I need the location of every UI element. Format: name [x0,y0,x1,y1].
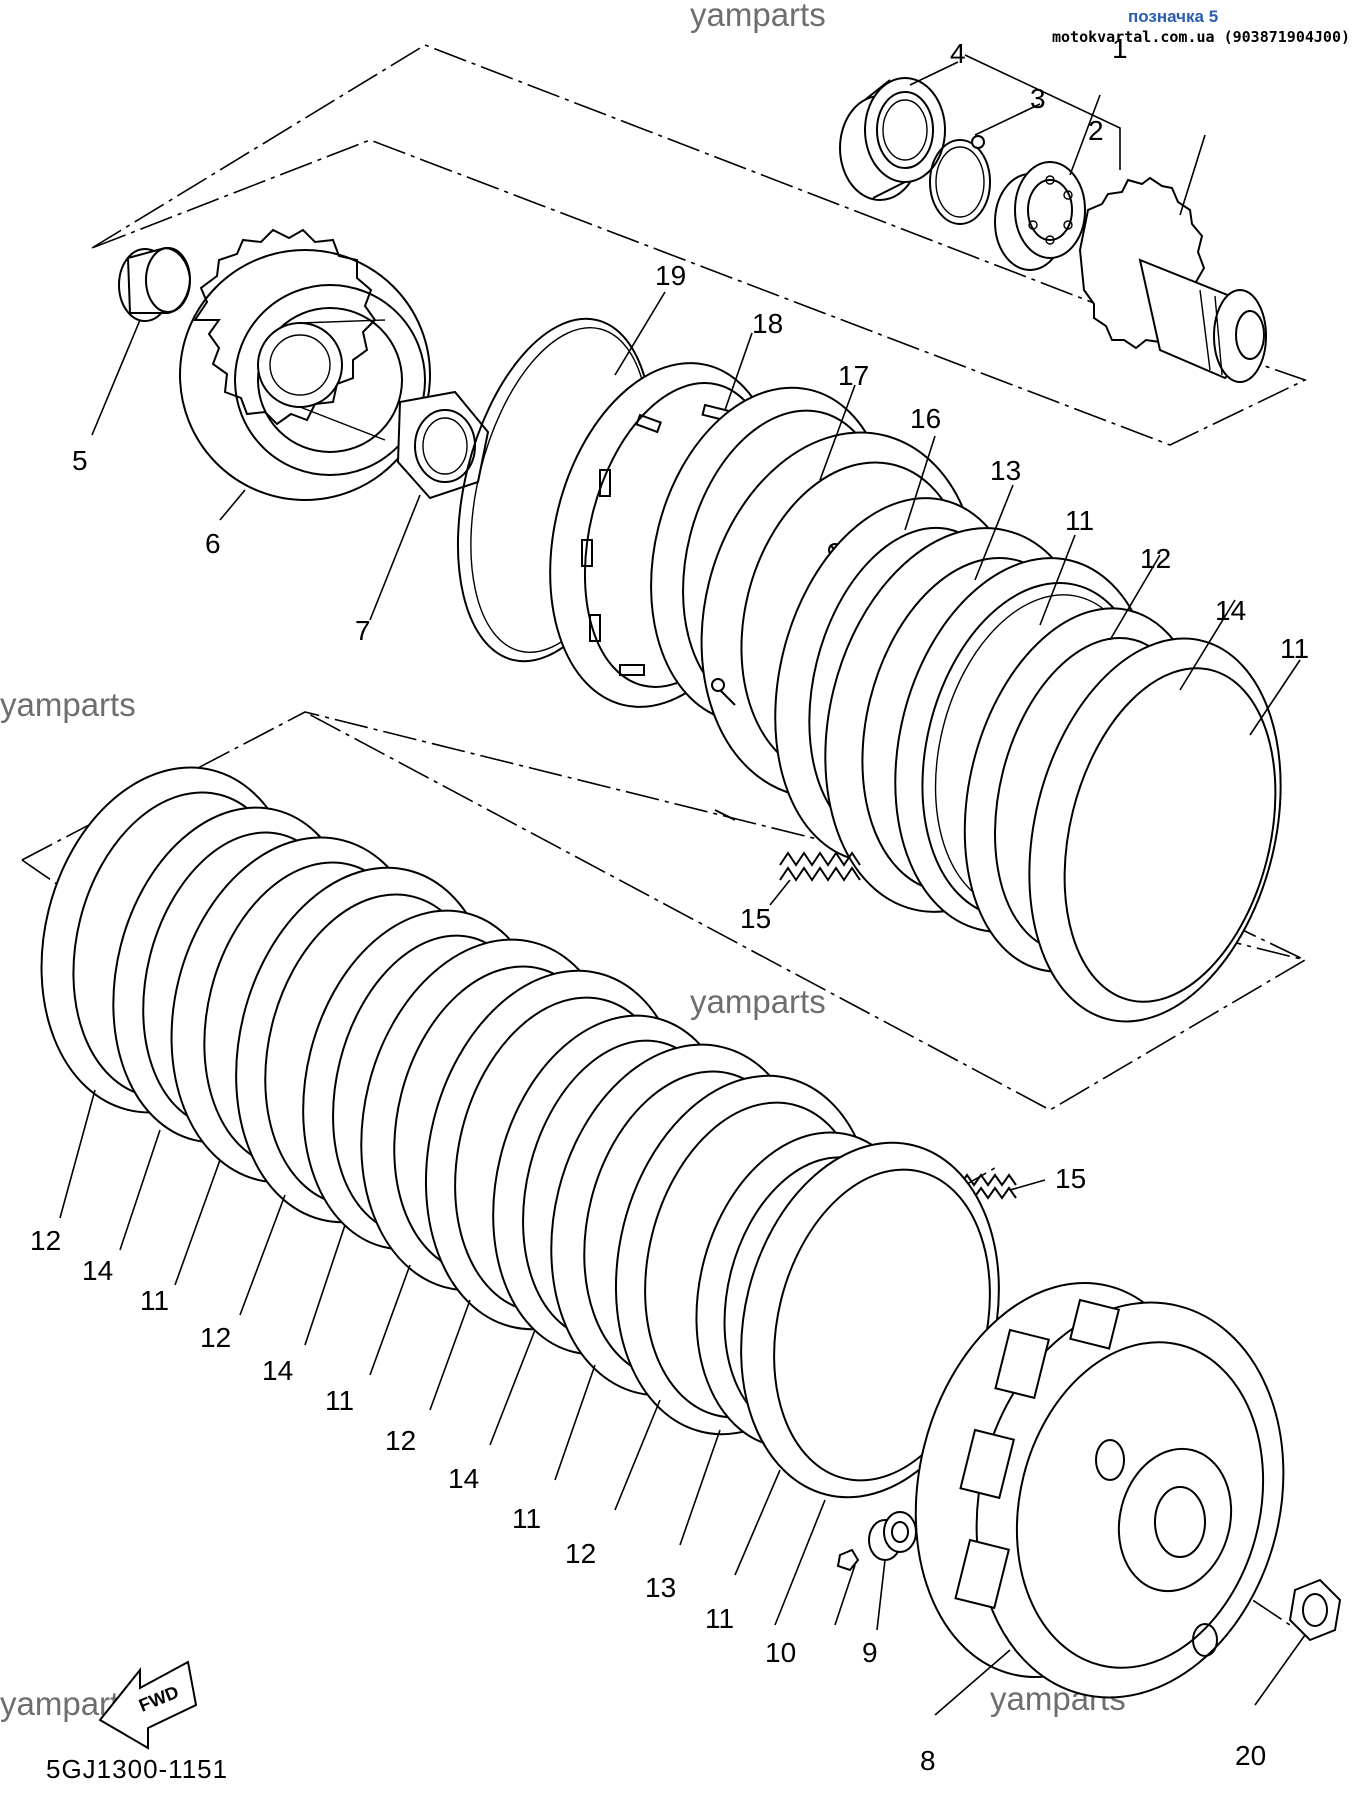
callout-11-d: 11 [325,1385,354,1416]
callout-11-c: 11 [140,1285,169,1316]
callout-8: 8 [920,1745,936,1776]
watermark-top: yamparts [690,0,826,33]
callout-16: 16 [910,403,941,434]
callout-9: 9 [862,1637,878,1668]
callout-7: 7 [355,615,371,646]
callout-11-f: 11 [705,1603,734,1634]
watermark-middle: yamparts [690,983,826,1020]
callout-13-a: 13 [990,455,1021,486]
plate-stack-lower [40,766,1000,1499]
callout-11-e: 11 [512,1503,541,1534]
callout-12-d: 12 [385,1425,416,1456]
callout-11-b: 11 [1280,633,1309,664]
diagram-code: 5GJ1300-1151 [46,1754,228,1784]
callout-1: 1 [1112,33,1128,64]
callout-numbers: 1 2 3 4 5 6 7 8 9 10 11 11 11 11 11 11 1… [30,33,1309,1776]
callout-5: 5 [72,445,88,476]
callout-12-b: 12 [30,1225,61,1256]
callout-12-e: 12 [565,1538,596,1569]
frame-middle [21,711,1308,1111]
callout-19: 19 [655,260,686,291]
callout-3: 3 [1030,83,1046,114]
shaft-gear-part [1078,176,1267,383]
callout-2: 2 [1088,115,1104,146]
callout-14-d: 14 [448,1463,479,1494]
lock-nut-part [1288,1578,1342,1642]
callout-6: 6 [205,528,221,559]
callout-14-a: 14 [1215,595,1246,626]
callout-11-a: 11 [1065,505,1094,536]
collar-part [118,246,192,322]
spring-upper-part [779,851,861,882]
frame-top [91,44,1308,446]
callout-4: 4 [950,38,966,69]
circlip-part [929,135,991,225]
clutch-housing-part [914,1282,1285,1699]
callout-15-a: 15 [740,903,771,934]
header-site: motokvartal.com.ua (903871904J00) [1052,28,1350,46]
callout-10: 10 [765,1637,796,1668]
plate-11-upper-b-part [1028,637,1282,1023]
spacer-part [868,1511,917,1561]
callout-14-b: 14 [82,1255,113,1286]
callout-17: 17 [838,360,869,391]
ball-bearing-part [994,161,1086,271]
callout-12-a: 12 [1140,543,1171,574]
fwd-arrow-icon: FWD [98,1660,198,1750]
callout-12-c: 12 [200,1322,231,1353]
bolt-part [836,1548,860,1572]
callout-13-b: 13 [645,1572,676,1603]
leader-lines [59,54,1306,1716]
watermark-left: yamparts [0,686,136,723]
primary-gear-part [179,228,431,501]
callout-18: 18 [752,308,783,339]
callout-20: 20 [1235,1740,1266,1771]
callout-15-b: 15 [1055,1163,1086,1194]
needle-bearing-part [839,77,946,201]
callout-14-c: 14 [262,1355,293,1386]
header-tag: позначка 5 [1128,7,1218,26]
